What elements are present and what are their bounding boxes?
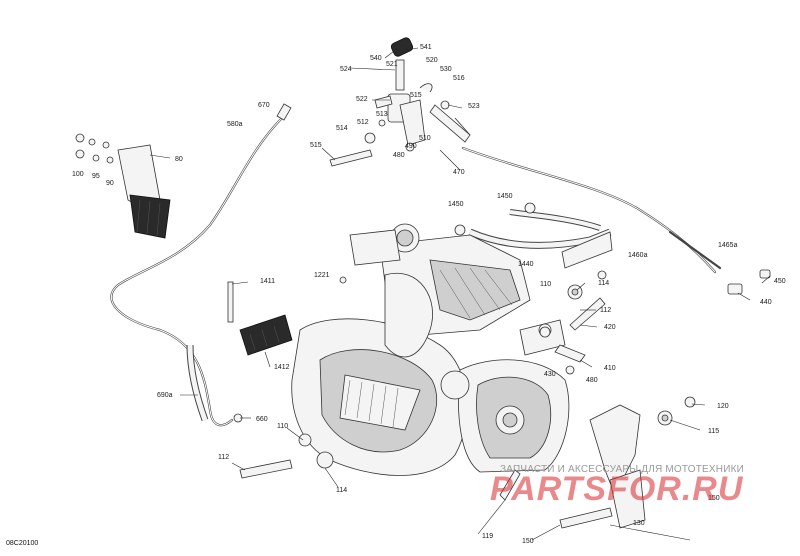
label-690a: 690a xyxy=(157,392,173,399)
label-541: 541 xyxy=(420,44,432,51)
engine-mounts xyxy=(227,103,771,529)
label-540: 540 xyxy=(370,55,382,62)
callout-labels: 80 100 95 90 540 541 521 520 524 530 516… xyxy=(72,44,786,545)
label-95: 95 xyxy=(92,173,100,180)
label-490: 490 xyxy=(405,143,417,150)
label-521: 521 xyxy=(386,61,398,68)
label-1460a: 1460a xyxy=(628,252,648,259)
label-119: 119 xyxy=(482,533,493,540)
label-420: 420 xyxy=(604,324,616,331)
watermark-tagline: ЗАПЧАСТИ И АКСЕССУАРЫ ДЛЯ МОТОТЕХНИКИ xyxy=(500,464,745,475)
label-110-a: 110 xyxy=(540,281,551,288)
label-1450-a: 1450 xyxy=(448,201,464,208)
label-440: 440 xyxy=(760,299,772,306)
label-114-b: 114 xyxy=(336,487,347,494)
figure-id: 08C20100 xyxy=(6,540,39,547)
throttle-cable xyxy=(110,115,285,427)
label-120: 120 xyxy=(717,403,729,410)
label-513: 513 xyxy=(376,111,388,118)
hose-690a xyxy=(186,344,209,422)
label-520: 520 xyxy=(426,57,438,64)
label-480b: 480 xyxy=(586,377,598,384)
label-1465a: 1465a xyxy=(718,242,738,249)
label-480a: 480 xyxy=(393,152,405,159)
label-512: 512 xyxy=(357,119,369,126)
label-470: 470 xyxy=(453,169,465,176)
label-114-a: 114 xyxy=(598,280,609,287)
label-523: 523 xyxy=(468,103,480,110)
label-115: 115 xyxy=(708,428,719,435)
label-90: 90 xyxy=(106,180,114,187)
label-410: 410 xyxy=(604,365,616,372)
label-660: 660 xyxy=(256,416,268,423)
label-516: 516 xyxy=(453,75,465,82)
hose-1440 xyxy=(468,209,613,269)
label-514: 514 xyxy=(336,125,348,132)
label-450: 450 xyxy=(774,278,786,285)
label-515b: 515 xyxy=(310,142,322,149)
label-110-b: 110 xyxy=(277,423,288,430)
label-524: 524 xyxy=(340,66,352,73)
label-80: 80 xyxy=(175,156,183,163)
watermark-logo: PARTSFOR.RU xyxy=(490,470,744,508)
shifter-linkage xyxy=(329,37,471,167)
label-1411: 1411 xyxy=(260,278,275,285)
label-510: 510 xyxy=(419,135,431,142)
label-1221: 1221 xyxy=(314,272,330,279)
label-670: 670 xyxy=(258,102,270,109)
label-1440: 1440 xyxy=(518,261,534,268)
label-112-b: 112 xyxy=(218,454,229,461)
label-130: 130 xyxy=(633,520,645,527)
label-1450-b: 1450 xyxy=(497,193,513,200)
label-430: 430 xyxy=(544,371,556,378)
leader-lines xyxy=(149,47,771,541)
label-1412: 1412 xyxy=(274,364,290,371)
label-112-a: 112 xyxy=(600,307,611,314)
label-530: 530 xyxy=(440,66,452,73)
label-515: 515 xyxy=(410,92,422,99)
engine-body xyxy=(291,223,570,476)
label-100: 100 xyxy=(72,171,84,178)
label-150-a: 150 xyxy=(708,495,720,502)
shift-cable xyxy=(461,146,722,274)
label-522: 522 xyxy=(356,96,368,103)
label-580a: 580a xyxy=(227,121,243,128)
pedal-assembly xyxy=(75,133,171,239)
label-150-b: 150 xyxy=(522,538,534,545)
